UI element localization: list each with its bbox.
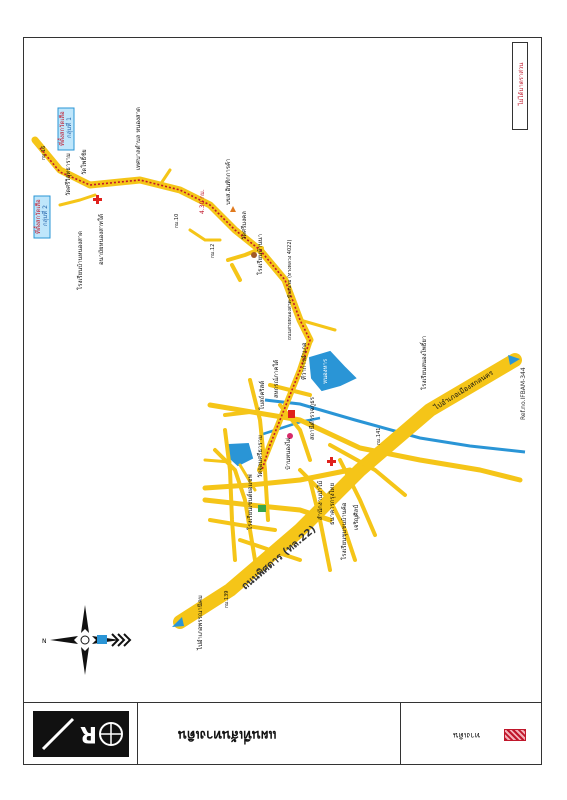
title-cell: แผนที่เส้นทางเดิน: [138, 703, 401, 765]
label-wat-3: วัดศรีมงคล: [240, 211, 248, 240]
label-wat-6: เจริญศิลป์: [352, 505, 360, 530]
label-school-2: โรงเรียนบ้านนา: [256, 234, 264, 275]
reference-number: Ref.no.IFBAM-344: [520, 367, 527, 420]
label-bank: ธนาคารกรุงไทย: [328, 483, 336, 525]
label-market: บขส.อินทิกการค้า: [225, 159, 232, 205]
logo-letter: R: [80, 721, 97, 746]
place-labels: โรงเรียนบ้านหนองสาด วัดศรีวิสุทธาราม อนา…: [41, 107, 495, 651]
label-water-lake: หนองหาร: [322, 358, 329, 384]
map-title: แผนที่เส้นทางเดิน: [178, 727, 277, 742]
arrow-east: [508, 355, 520, 365]
hospital-icon: [93, 195, 102, 204]
label-km-2: กม.141: [376, 428, 382, 445]
label-km-4: กม.12: [210, 244, 216, 258]
compass-n-label: N: [42, 638, 47, 645]
label-distance: 4.30 กม.: [199, 189, 206, 214]
label-police: สำนักงานป่าไม้: [316, 481, 324, 520]
label-health-1: เทศบาลตำบล หนองสาด: [135, 107, 142, 170]
label-km-3: กม.10: [174, 214, 180, 228]
legend-label: ทางเดิน: [453, 731, 481, 740]
label-wat-4: วัดจอมศรีธาราม: [256, 435, 264, 478]
callout-group-2: ที่ตั้งสกวัดเสือ กลุ่มที่ 2: [32, 195, 51, 239]
label-church: โบสถ์คริสต์: [258, 381, 266, 410]
label-temple-5: สถานีตำรวจภูธร: [308, 396, 316, 440]
label-road-north: ถนนสายหนองสาด-ขัวสนาม (ทางหลวง 4022): [287, 239, 293, 340]
label-hospital: อนามัยหนองสาทใต้: [97, 214, 105, 265]
compass-north-icon: [81, 605, 89, 633]
walking-route: [39, 147, 311, 471]
bank-icon: [258, 505, 266, 512]
scale-note-box: ไม่ได้มาตราส่วน: [512, 42, 528, 130]
gas-station-icon: [288, 410, 295, 418]
north-arrow: N: [42, 605, 132, 675]
callout-1-sub: กลุ่มที่ 1: [65, 117, 73, 138]
company-logo: R: [33, 711, 129, 757]
hospital-icon-2: [327, 457, 336, 466]
label-shop-1: สหกรณ์ภาคใต้: [272, 360, 280, 398]
label-to-city-west: ไปอำเภอพรรณานิคม: [196, 595, 204, 651]
logo-cell: R: [23, 703, 138, 765]
label-school-3: โรงเรียนชุมชนบ้านค้อ: [340, 502, 348, 560]
label-district: ที่ว่าการอำเภอ: [300, 342, 308, 380]
legend-route-swatch: [504, 729, 526, 741]
map-frame: [23, 37, 542, 765]
callout-group-1: ที่ตั้งสกวัดเสือ กลุ่มที่ 1: [56, 107, 75, 151]
label-wat-2: วัดโพธิ์ชัย: [79, 149, 88, 175]
arrow-west: [172, 617, 184, 627]
label-school-4: โรงเรียนสนองโพธิ์ยา: [419, 336, 428, 390]
school-icon: [287, 433, 293, 439]
callout-2-title: ที่ตั้งสกวัดเสือ: [32, 199, 42, 234]
map-symbols: [93, 195, 520, 627]
label-km-1: กม.139: [224, 591, 230, 608]
label-wat-1: วัดศรีวิสุทธาราม: [64, 153, 72, 196]
map-footer: R แผนที่เส้นทางเดิน ทางเดิน: [23, 702, 542, 765]
pond-west: [226, 442, 254, 467]
callout-1-title: ที่ตั้งสกวัดเสือ: [56, 111, 66, 146]
label-to-city-east: ไปอำเภอเมืองสกลนคร: [431, 368, 494, 412]
callout-2-sub: กลุ่มที่ 2: [41, 205, 49, 226]
label-ban-1: บ้านหนองไผ่: [284, 437, 292, 470]
label-school-1: โรงเรียนบ้านหนองสาด: [76, 231, 84, 290]
temple-marker: [230, 206, 236, 212]
label-km-5: กม.16: [41, 146, 47, 160]
label-school-5: โรงเรียนเซนต์ยอแซฟ: [246, 474, 254, 530]
water-bodies: [226, 350, 526, 467]
temple-icon: [251, 252, 257, 258]
legend-cell: ทางเดิน: [401, 703, 542, 765]
stream: [264, 398, 526, 454]
lake-east: [308, 350, 357, 392]
